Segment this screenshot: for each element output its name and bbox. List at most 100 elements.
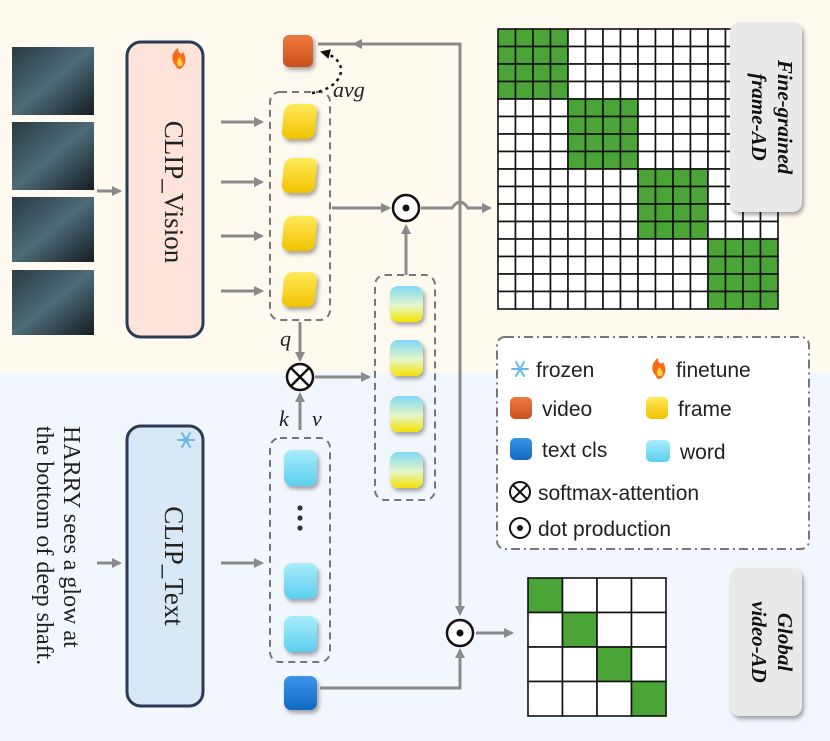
fine-grained-matrix-cell [514, 273, 534, 293]
fine-grained-matrix-cell [637, 133, 657, 153]
frame-token-group [269, 91, 331, 321]
fine-grained-matrix-cell [532, 273, 552, 293]
fine-grained-matrix-cell [532, 150, 552, 170]
global-matrix-cell [630, 577, 667, 614]
fine-grained-matrix-cell [497, 45, 517, 65]
frame-tokens [281, 104, 317, 307]
fine-grained-matrix-cell [567, 220, 587, 240]
fine-grained-matrix-cell [654, 63, 674, 83]
fine-grained-matrix-cell [532, 98, 552, 118]
frame-token-4 [281, 272, 317, 307]
fine-grained-matrix-cell [637, 80, 657, 100]
fine-grained-matrix-cell [567, 290, 587, 310]
fine-grained-matrix-cell [532, 168, 552, 188]
fine-grained-matrix-cell [672, 168, 692, 188]
clip-text-label: CLIP_Text [159, 506, 189, 626]
global-title-line1: Global [773, 613, 797, 672]
legend-dot-label: dot production [538, 518, 671, 541]
fine-grained-matrix-cell [567, 80, 587, 100]
global-dot-operator [445, 618, 475, 648]
fine-grained-matrix-cell [707, 203, 727, 223]
fine-grained-matrix-cell [567, 238, 587, 258]
fine-grained-matrix-cell [514, 45, 534, 65]
global-matrix-cell [561, 646, 598, 683]
fine-grained-matrix-cell [672, 133, 692, 153]
fine-grained-matrix-cell [672, 45, 692, 65]
fine-grained-matrix-cell [549, 150, 569, 170]
fine-grained-matrix-cell [549, 255, 569, 275]
fine-grained-matrix-cell [584, 80, 604, 100]
fine-grained-matrix-cell [619, 98, 639, 118]
fine-grained-matrix-cell [689, 290, 709, 310]
fine-grained-matrix-cell [654, 80, 674, 100]
text-cls-to-global-line [320, 648, 465, 690]
word-token-group [269, 437, 331, 663]
fine-grained-matrix-cell [584, 238, 604, 258]
fine-grained-matrix-cell [672, 185, 692, 205]
global-matrix-cell [596, 577, 633, 614]
fine-grained-matrix-cell [584, 290, 604, 310]
fine-grained-matrix-cell [567, 45, 587, 65]
fine-grained-matrix-cell [689, 255, 709, 275]
fine-grained-matrix-cell [549, 80, 569, 100]
global-matrix-cell [630, 646, 667, 683]
q-label: q [280, 326, 291, 351]
fine-grained-matrix-cell [672, 28, 692, 48]
fine-grained-matrix-cell [689, 63, 709, 83]
fine-grained-matrix-cell [724, 255, 744, 275]
fine-grained-matrix-cell [619, 150, 639, 170]
global-title-tag: Global video-AD [730, 568, 802, 716]
legend-finetune-icon [652, 358, 666, 379]
fine-grained-matrix-cell [584, 115, 604, 135]
fine-grained-matrix-cell [637, 150, 657, 170]
frozen-icon [177, 432, 195, 448]
fine-grained-matrix-cell [654, 290, 674, 310]
fine-grained-matrix-cell [567, 203, 587, 223]
fine-grained-matrix-cell [637, 273, 657, 293]
fine-grained-matrix-cell [549, 290, 569, 310]
fine-grained-matrix-cell [514, 255, 534, 275]
global-matrix-cell [561, 680, 598, 717]
v-label: v [312, 406, 322, 431]
fine-grained-matrix-cell [584, 185, 604, 205]
fine-grained-matrix-cell [497, 63, 517, 83]
caption-line-1: HARRY sees a glow at [58, 426, 84, 648]
fine-grained-matrix-cell [602, 238, 622, 258]
fine-grained-matrix-cell [602, 168, 622, 188]
fine-grained-matrix-cell [654, 28, 674, 48]
fine-grained-matrix-cell [532, 203, 552, 223]
fine-grained-matrix-cell [759, 255, 779, 275]
fine-grained-matrix-cell [672, 63, 692, 83]
fine-grained-matrix-cell [602, 80, 622, 100]
fine-grained-matrix-cell [707, 273, 727, 293]
fine-grained-matrix-cell [497, 273, 517, 293]
fine-grained-matrix-cell [654, 133, 674, 153]
global-matrix-cell [527, 646, 564, 683]
fine-grained-matrix-cell [654, 220, 674, 240]
global-matrix-cell [630, 611, 667, 648]
fine-grained-matrix-cell [532, 220, 552, 240]
fine-grained-matrix-cell [637, 115, 657, 135]
fine-grained-matrix-cell [584, 255, 604, 275]
fine-grained-matrix-cell [549, 45, 569, 65]
fine-grained-matrix-cell [497, 28, 517, 48]
fine-grained-matrix-cell [584, 220, 604, 240]
fine-grained-matrix-cell [689, 28, 709, 48]
attended-token-2 [390, 340, 423, 376]
frame-token-1 [281, 104, 317, 139]
fine-grained-matrix-cell [584, 273, 604, 293]
fine-grained-matrix-cell [742, 238, 762, 258]
global-matrix-cell [596, 611, 633, 648]
fine-grained-matrix-cell [602, 28, 622, 48]
fine-grained-title-line2: frame-AD [747, 73, 771, 161]
fine-grained-matrix-cell [707, 133, 727, 153]
avg-label: avg [333, 77, 365, 102]
fine-grained-matrix-cell [672, 115, 692, 135]
fine-grained-matrix-cell [619, 133, 639, 153]
fine-grained-matrix-cell [689, 203, 709, 223]
fine-grained-matrix-cell [619, 238, 639, 258]
fine-grained-matrix-cell [602, 63, 622, 83]
fine-grained-matrix-cell [549, 238, 569, 258]
attended-token-4 [390, 452, 423, 488]
